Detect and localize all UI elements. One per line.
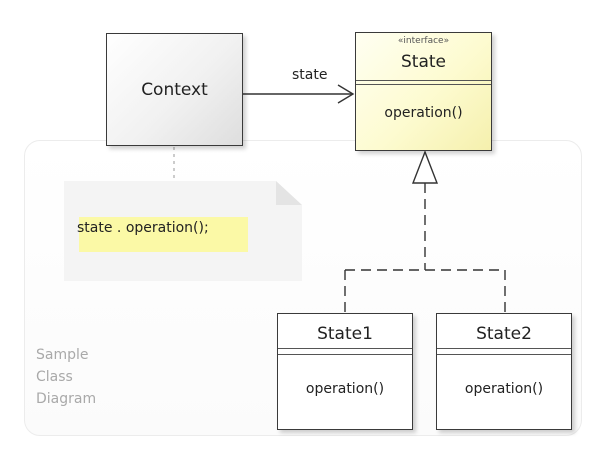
compartment-divider bbox=[356, 80, 491, 81]
compartment-divider bbox=[278, 348, 412, 349]
caption-line: Sample bbox=[36, 347, 89, 363]
state2-operation: operation() bbox=[464, 381, 544, 397]
context-class[interactable]: Context bbox=[106, 33, 243, 146]
caption-line: Class bbox=[36, 369, 73, 385]
state2-class[interactable]: State2 operation() bbox=[436, 313, 572, 430]
compartment-divider bbox=[356, 84, 491, 85]
state1-operation: operation() bbox=[305, 381, 385, 397]
state-interface[interactable]: «interface» State operation() bbox=[355, 32, 492, 151]
state2-class-name: State2 bbox=[476, 324, 532, 344]
interface-stereotype: «interface» bbox=[397, 36, 450, 46]
compartment-divider bbox=[278, 354, 412, 355]
caption-line: Diagram bbox=[36, 391, 97, 407]
interface-operation: operation() bbox=[384, 105, 463, 121]
association-arrowhead bbox=[337, 84, 355, 104]
context-class-name: Context bbox=[141, 79, 208, 100]
diagram-caption: Sample Class Diagram bbox=[36, 344, 156, 410]
generalization-triangle bbox=[411, 150, 439, 184]
compartment-divider bbox=[437, 354, 571, 355]
compartment-divider bbox=[437, 348, 571, 349]
state1-class-name: State1 bbox=[317, 324, 373, 344]
interface-name: State bbox=[401, 52, 446, 72]
code-note: state . operation(); bbox=[64, 181, 302, 281]
association-label: state bbox=[292, 67, 328, 83]
state1-class[interactable]: State1 operation() bbox=[277, 313, 413, 430]
note-code-highlight bbox=[79, 217, 248, 252]
note-code-text: state . operation(); bbox=[77, 220, 209, 236]
